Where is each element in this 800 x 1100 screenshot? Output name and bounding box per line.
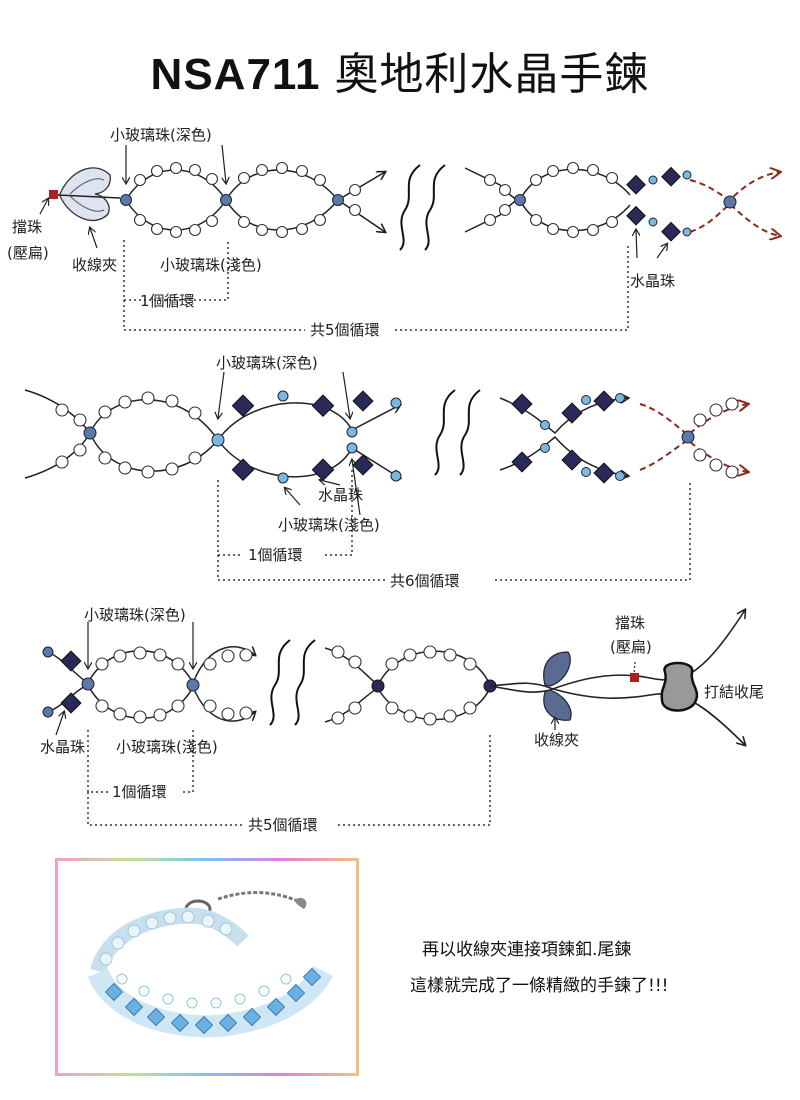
label-crystal-2: 水晶珠 [318, 486, 363, 504]
page-title: NSA711 奧地利水晶手鍊 [0, 38, 800, 102]
label-dark-glass-2: 小玻璃珠(深色) [216, 354, 318, 372]
title-code: NSA711 [150, 50, 321, 99]
label-one-loop-3: 1個循環 [112, 783, 167, 801]
label-one-loop-2: 1個循環 [248, 546, 303, 564]
label-bead-tip-3: 收線夾 [534, 731, 579, 749]
instruction-line-1: 再以收線夾連接項鍊釦.尾鍊 [422, 940, 632, 960]
dark-glass-beads-1 [120, 194, 344, 206]
label-light-glass-1: 小玻璃珠(淺色) [160, 256, 262, 274]
label-one-loop-1: 1個循環 [140, 292, 195, 310]
label-dark-glass-1: 小玻璃珠(深色) [110, 126, 212, 144]
label-light-glass-3: 小玻璃珠(淺色) [116, 738, 218, 756]
label-total-2: 共6個循環 [390, 572, 460, 590]
bracelet-photo [55, 858, 359, 1076]
white-beads-1b [483, 161, 619, 239]
label-crystal-1: 水晶珠 [630, 272, 675, 290]
instruction-text: 再以收線夾連接項鍊釦.尾鍊 這樣就完成了一條精緻的手鍊了!!! [410, 932, 668, 1004]
label-knot-finish: 打結收尾 [704, 683, 764, 701]
label-stopper-3a: 擋珠 [615, 614, 645, 632]
bead-tip-1 [59, 167, 111, 222]
label-total-3: 共5個循環 [248, 816, 318, 834]
label-total-1: 共5個循環 [310, 321, 380, 339]
bead-tip-3 [543, 651, 572, 721]
stopper-bead-1 [49, 190, 58, 199]
label-dark-glass-3: 小玻璃珠(深色) [84, 606, 186, 624]
title-name: 奧地利水晶手鍊 [334, 49, 650, 100]
bracelet-illustration [87, 891, 333, 1038]
section-1: 小玻璃珠(深色) 擋珠 (壓扁) 收線夾 小玻璃珠(淺色) 水晶珠 1個循環 共… [7, 126, 780, 339]
instruction-line-2: 這樣就完成了一條精緻的手鍊了!!! [410, 976, 669, 996]
white-beads-1 [133, 161, 362, 239]
crystal-beads-2 [231, 390, 374, 482]
white-beads-2 [55, 391, 202, 479]
section-2: 小玻璃珠(深色) 水晶珠 小玻璃珠(淺色) 1個循環 共6個循環 [24, 354, 748, 590]
knot [660, 661, 699, 712]
crystal-beads-1 [626, 166, 681, 242]
label-crystal-3: 水晶珠 [40, 738, 85, 756]
label-stopper-3b: (壓扁) [610, 638, 652, 656]
label-stopper-1b: (壓扁) [7, 244, 49, 262]
stopper-bead-3 [630, 673, 639, 682]
label-stopper-1a: 擋珠 [12, 218, 42, 236]
label-bead-tip-1: 收線夾 [72, 256, 117, 274]
label-light-glass-2: 小玻璃珠(淺色) [278, 516, 380, 534]
section-3: 小玻璃珠(深色) 水晶珠 小玻璃珠(淺色) 1個循環 共5個循環 擋珠 (壓扁)… [40, 606, 764, 834]
